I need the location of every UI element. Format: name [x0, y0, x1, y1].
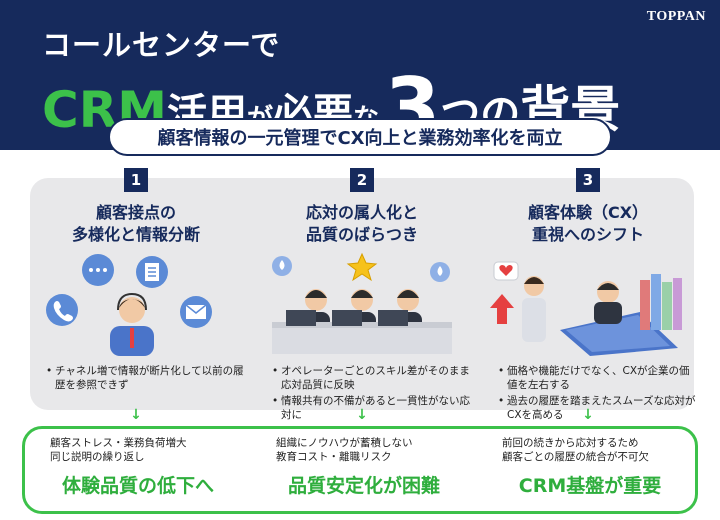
- mail-icon: [180, 296, 212, 328]
- result-1-desc-1: 顧客ストレス・業務負荷増大: [50, 437, 187, 449]
- reason-title-1: 顧客接点の 多様化と情報分断: [24, 202, 248, 246]
- result-3: 前回の続きから応対するため 顧客ごとの履歴の統合が不可欠 CRM基盤が重要: [480, 436, 700, 498]
- down-arrow-icon: ↓: [582, 407, 594, 423]
- sweat-drop-icon: [272, 256, 450, 282]
- cx-illustration: [490, 261, 682, 356]
- customer-icon: [522, 276, 546, 342]
- reason-column-1: 1 顧客接点の 多様化と情報分断: [24, 168, 244, 418]
- up-arrow-icon: [490, 294, 514, 324]
- result-1-key: 体験品質の低下へ: [61, 475, 214, 497]
- bullet-item: 情報共有の不備があると一貫性がない応対に: [272, 394, 472, 422]
- document-icon: [136, 256, 168, 288]
- result-3-key: CRM基盤が重要: [518, 475, 662, 497]
- reason-bullets-2: オペレーターごとのスキル差がそのまま応対品質に反映 情報共有の不備があると一貫性…: [272, 364, 472, 424]
- subtitle-text: 顧客情報の一元管理でCX向上と業務効率化を両立: [157, 128, 563, 149]
- brand-logo: TOPPAN: [646, 9, 706, 24]
- reason-title-3-line-1: 顧客体験（CX）: [527, 203, 649, 222]
- reason-title-2: 応対の属人化と 品質のばらつき: [250, 202, 474, 246]
- reason-title-2-line-2: 品質のばらつき: [305, 225, 418, 244]
- bullet-item: オペレーターごとのスキル差がそのまま応対品質に反映: [272, 364, 472, 392]
- bullet-item: チャネル増で情報が断片化して以前の履歴を参照できず: [46, 364, 246, 392]
- title-line-1: コールセンターで: [42, 28, 281, 62]
- reason-number-1: 1: [124, 168, 148, 192]
- reason-column-3: 3 顧客体験（CX） 重視へのシフト: [476, 168, 696, 421]
- reason-number-2: 2: [350, 168, 374, 192]
- star-icon: [346, 252, 378, 282]
- bullet-item: 過去の履歴を踏まえたスムーズな応対がCXを高める: [498, 394, 698, 422]
- heart-bubble-icon: [493, 261, 519, 281]
- operator-group-icon: [272, 289, 452, 354]
- reason-bullets-3: 価格や機能だけでなく、CXが企業の価値を左右する 過去の履歴を踏まえたスムーズな…: [498, 364, 698, 424]
- reason-title-1-line-2: 多様化と情報分断: [71, 225, 200, 244]
- subtitle-pill: 顧客情報の一元管理でCX向上と業務効率化を両立: [108, 118, 612, 156]
- bullet-item: 価格や機能だけでなく、CXが企業の価値を左右する: [498, 364, 698, 392]
- operator-icon: [110, 292, 154, 356]
- channels-illustration: [46, 254, 212, 356]
- result-3-desc-2: 顧客ごとの履歴の統合が不可欠: [502, 451, 649, 463]
- result-3-desc-1: 前回の続きから応対するため: [502, 437, 639, 449]
- books-icon: [640, 274, 682, 330]
- result-2-key: 品質安定化が困難: [287, 475, 440, 497]
- phone-icon: [46, 294, 78, 326]
- result-2: 組織にノウハウが蓄積しない 教育コスト・離職リスク 品質安定化が困難: [254, 436, 474, 498]
- result-1-desc-2: 同じ説明の繰り返し: [50, 451, 145, 463]
- operators-illustration: [272, 252, 452, 354]
- reason-number-3: 3: [576, 168, 600, 192]
- down-arrow-icon: ↓: [356, 407, 368, 423]
- reason-column-2: 2 応対の属人化と 品質のばらつき オペレーターごとのスキル差: [250, 168, 470, 421]
- reason-title-3-line-2: 重視へのシフト: [531, 225, 644, 244]
- reason-title-3: 顧客体験（CX） 重視へのシフト: [476, 202, 700, 246]
- down-arrow-icon: ↓: [130, 407, 142, 423]
- results-box: [22, 426, 698, 514]
- result-1: 顧客ストレス・業務負荷増大 同じ説明の繰り返し 体験品質の低下へ: [28, 436, 248, 498]
- result-2-desc-1: 組織にノウハウが蓄積しない: [276, 437, 413, 449]
- reason-bullets-1: チャネル増で情報が断片化して以前の履歴を参照できず: [46, 364, 246, 394]
- chat-bubble-icon: [82, 254, 114, 286]
- reason-title-1-line-1: 顧客接点の: [95, 203, 176, 222]
- reason-title-2-line-1: 応対の属人化と: [305, 203, 418, 222]
- result-2-desc-2: 教育コスト・離職リスク: [276, 451, 392, 463]
